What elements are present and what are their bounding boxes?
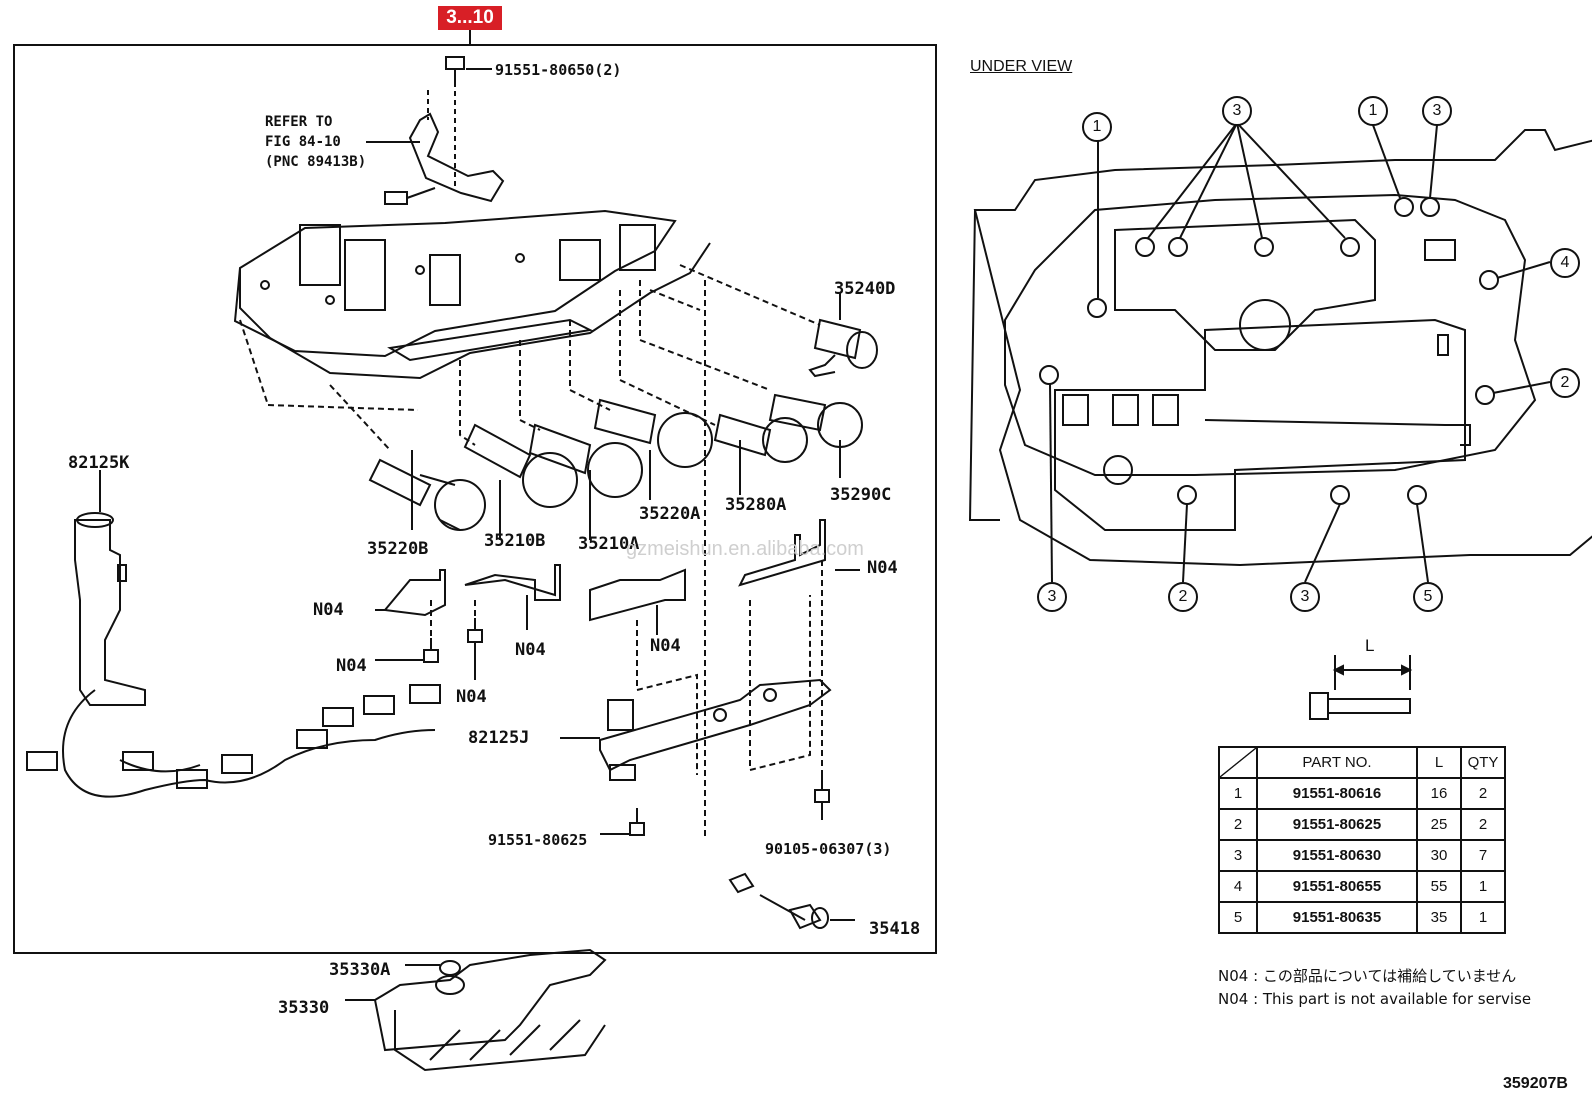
- table-header-row: PART NO. L QTY: [1218, 746, 1506, 779]
- table-header-part-no: PART NO.: [1256, 746, 1418, 779]
- callout-35210a[interactable]: 35210A: [578, 534, 640, 554]
- callout-n04-d[interactable]: N04: [650, 636, 681, 656]
- part-35418-icon: [728, 872, 855, 930]
- callout-35290c[interactable]: 35290C: [830, 485, 892, 505]
- under-view-drawing: [968, 129, 1592, 567]
- refer-line-3: (PNC 89413B): [265, 154, 367, 170]
- callout-35210b[interactable]: 35210B: [484, 531, 546, 551]
- callout-n04-a[interactable]: N04: [867, 558, 898, 578]
- row-index: 5: [1218, 901, 1258, 934]
- row-qty: 7: [1460, 839, 1506, 872]
- solenoid-35220a-icon: [593, 398, 713, 468]
- note-english: N04 : This part is not available for ser…: [1218, 990, 1532, 1008]
- oring-icon: [439, 960, 461, 976]
- solenoid-35290c-icon: [768, 393, 863, 448]
- marker-1-left: 1: [1082, 112, 1112, 142]
- row-index: 2: [1218, 808, 1258, 841]
- bracket-n04-icon: [383, 519, 826, 622]
- callout-35220a[interactable]: 35220A: [639, 504, 701, 524]
- row-qty: 1: [1460, 870, 1506, 903]
- callout-bolt-top[interactable]: 91551-80650(2): [495, 61, 622, 79]
- callout-35240d[interactable]: 35240D: [834, 279, 896, 299]
- callout-82125j[interactable]: 82125J: [468, 728, 530, 748]
- callout-35220b[interactable]: 35220B: [367, 539, 429, 559]
- row-length: 55: [1416, 870, 1462, 903]
- figure-tag: 3...10: [438, 6, 502, 30]
- note-japanese: N04 : この部品については補給していません: [1218, 967, 1517, 985]
- row-length: 25: [1416, 808, 1462, 841]
- marker-4: 4: [1550, 248, 1580, 278]
- callout-35418[interactable]: 35418: [869, 919, 921, 939]
- row-part-no: 91551-80635: [1256, 901, 1418, 934]
- under-view-title: UNDER VIEW: [970, 58, 1073, 75]
- bolt-length-icon: [1309, 655, 1413, 720]
- table-header-index: [1218, 746, 1258, 779]
- table-row: 3 91551-80630 30 7: [1218, 839, 1506, 872]
- row-qty: 1: [1460, 901, 1506, 934]
- callout-35280a[interactable]: 35280A: [725, 495, 787, 515]
- row-part-no: 91551-80616: [1256, 777, 1418, 810]
- callout-n04-f[interactable]: N04: [456, 687, 487, 707]
- refer-note: REFER TO FIG 84-10 (PNC 89413B): [265, 112, 366, 172]
- leader-lines: [1049, 122, 1551, 583]
- strainer-icon: [373, 948, 607, 1072]
- marker-2-bottom: 2: [1168, 582, 1198, 612]
- marker-5: 5: [1413, 582, 1443, 612]
- under-view-bolts: [1039, 197, 1499, 505]
- watermark-text: gzmeishun.en.alibaba.com: [626, 538, 864, 560]
- marker-2-right: 2: [1550, 368, 1580, 398]
- row-qty: 2: [1460, 777, 1506, 810]
- harness-82125j-icon: [560, 678, 832, 781]
- marker-3-top: 3: [1222, 96, 1252, 126]
- table-row: 5 91551-80635 35 1: [1218, 901, 1506, 934]
- row-length: 35: [1416, 901, 1462, 934]
- row-index: 4: [1218, 870, 1258, 903]
- row-part-no: 91551-80625: [1256, 808, 1418, 841]
- bolt-top-icon: [445, 56, 492, 82]
- callout-82125k[interactable]: 82125K: [68, 453, 130, 473]
- marker-1-right: 1: [1358, 96, 1388, 126]
- solenoid-35280a-icon: [713, 413, 808, 463]
- callout-n04-b[interactable]: N04: [313, 600, 344, 620]
- row-part-no: 91551-80630: [1256, 839, 1418, 872]
- solenoid-35210b-icon: [463, 423, 578, 508]
- main-frame: [13, 44, 937, 954]
- marker-3-bottom: 3: [1290, 582, 1320, 612]
- table-row: 4 91551-80655 55 1: [1218, 870, 1506, 903]
- table-row: 2 91551-80625 25 2: [1218, 808, 1506, 841]
- row-length: 30: [1416, 839, 1462, 872]
- solenoid-35240d-icon: [808, 318, 878, 378]
- solenoid-35220b-icon: [368, 458, 486, 531]
- parts-table: PART NO. L QTY 1 91551-80616 16 2 2 9155…: [1218, 746, 1506, 934]
- callout-n04-e[interactable]: N04: [336, 656, 367, 676]
- row-qty: 2: [1460, 808, 1506, 841]
- figure-number: 359207B: [1503, 1075, 1568, 1092]
- length-label: L: [1365, 636, 1375, 655]
- bolt-icons: [423, 618, 830, 836]
- table-header-length: L: [1416, 746, 1462, 779]
- callout-35330[interactable]: 35330: [278, 998, 330, 1018]
- row-length: 16: [1416, 777, 1462, 810]
- marker-3-bottom-left: 3: [1037, 582, 1067, 612]
- harness-82125k-icon: [26, 512, 441, 798]
- bracket-icon: [384, 112, 505, 205]
- marker-3-right: 3: [1422, 96, 1452, 126]
- row-part-no: 91551-80655: [1256, 870, 1418, 903]
- row-index: 1: [1218, 777, 1258, 810]
- refer-line-1: REFER TO: [265, 114, 333, 130]
- valve-body-icon: [233, 209, 711, 380]
- row-index: 3: [1218, 839, 1258, 872]
- callout-bolt-right[interactable]: 90105-06307(3): [765, 840, 892, 858]
- table-row: 1 91551-80616 16 2: [1218, 777, 1506, 810]
- callout-35330a[interactable]: 35330A: [329, 960, 391, 980]
- refer-line-2: FIG 84-10: [265, 134, 341, 150]
- table-header-qty: QTY: [1460, 746, 1506, 779]
- solenoid-35210a-icon: [528, 423, 643, 498]
- callout-bolt-bottom[interactable]: 91551-80625: [488, 831, 588, 849]
- callout-n04-c[interactable]: N04: [515, 640, 546, 660]
